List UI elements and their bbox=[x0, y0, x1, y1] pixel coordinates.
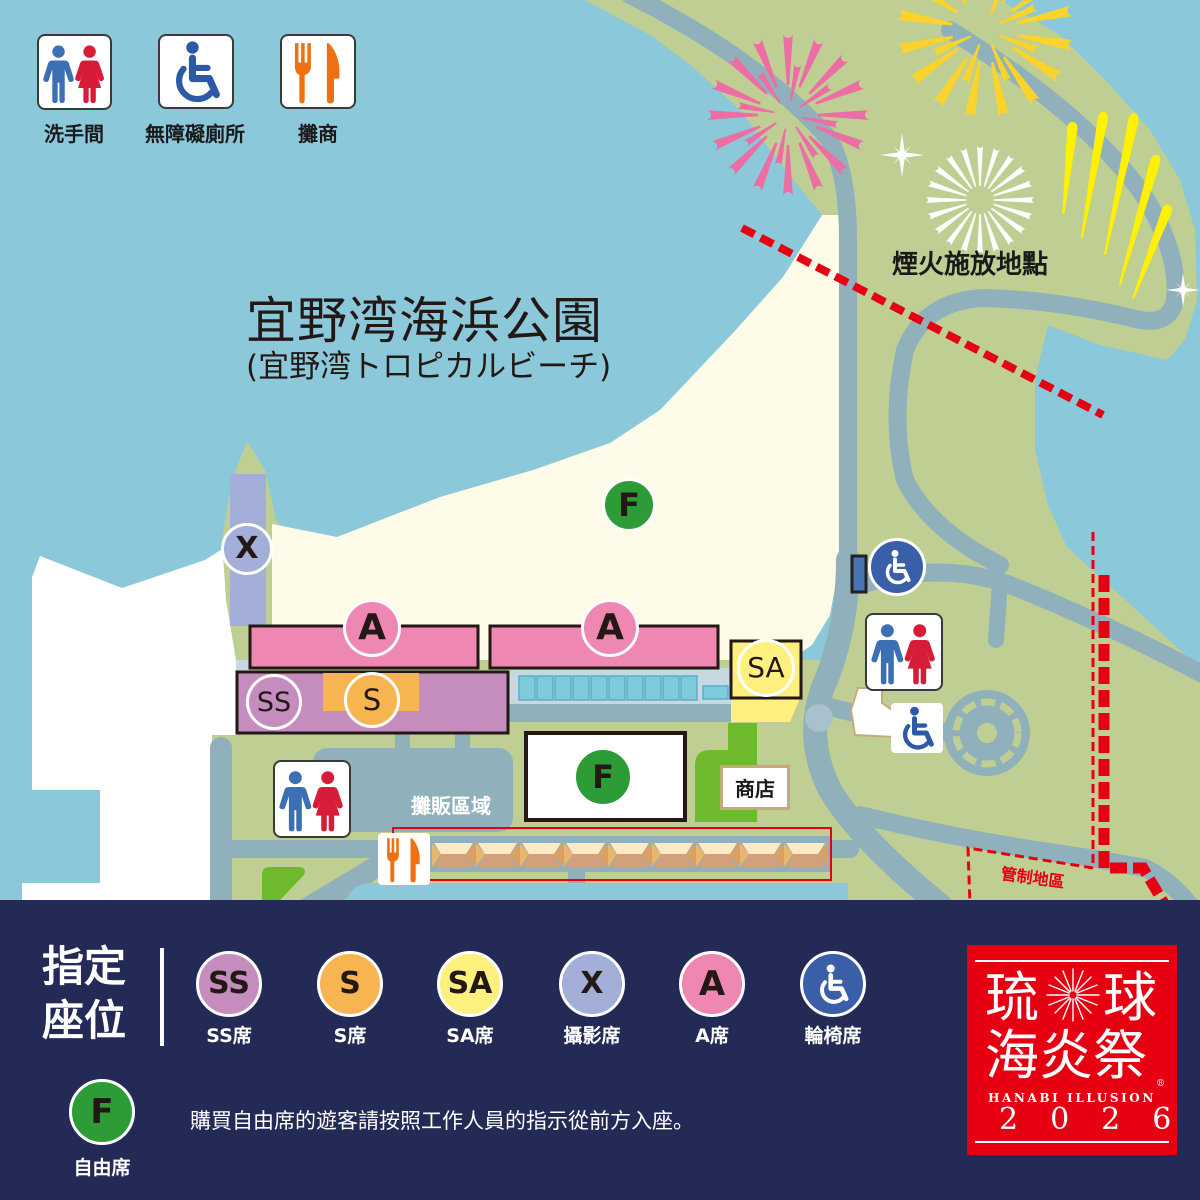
food-stall-marker bbox=[378, 833, 430, 885]
sa-apron bbox=[731, 698, 800, 722]
logo-year: 2026 bbox=[999, 1102, 1200, 1137]
logo-title-line2: 海炎祭 bbox=[985, 1024, 1147, 1087]
reserved-seats-title-line2: 座位 bbox=[42, 996, 127, 1045]
free-seat-marker-beach: F bbox=[602, 478, 656, 532]
event-logo: 琉 球 海炎祭 ® HANABI ILLUSION 2026 bbox=[967, 945, 1177, 1155]
legend-seat-free: F 自由席 bbox=[47, 1079, 157, 1180]
stand-apron bbox=[236, 660, 250, 673]
seat-label: SS席 bbox=[206, 1025, 252, 1047]
a-seat-marker-right: A bbox=[581, 599, 639, 657]
accessible-seat-marker bbox=[868, 538, 926, 596]
logo-registered-mark: ® bbox=[1156, 1079, 1165, 1089]
park-name: 宜野湾海浜公園 bbox=[246, 292, 603, 350]
seat-label: A席 bbox=[695, 1025, 729, 1047]
canal bbox=[347, 883, 848, 900]
restroom-marker-west bbox=[273, 760, 351, 838]
restroom-icon bbox=[39, 36, 110, 108]
seat-badge: S bbox=[317, 951, 383, 1017]
seat-label: SA席 bbox=[446, 1025, 494, 1047]
photography-seat-marker: X bbox=[221, 523, 273, 575]
restricted-boundary-thick bbox=[1098, 575, 1169, 900]
wheelchair-icon bbox=[877, 547, 917, 587]
seat-badge: SA bbox=[437, 951, 503, 1017]
venue-map: 洗手間 無障礙廁所 攤商 宜野湾海浜公園 (宜野湾トロピカルビーチ) 煙火施放地… bbox=[22, 0, 1200, 900]
sa-seat-marker: SA bbox=[737, 639, 795, 697]
logo-firework-icon bbox=[1046, 968, 1100, 1022]
stall-booths bbox=[432, 843, 827, 867]
path-stub bbox=[455, 733, 470, 751]
beach bbox=[272, 215, 840, 660]
fireworks-launch-label: 煙火施放地點 bbox=[892, 250, 1049, 280]
logo-rule-bottom bbox=[975, 1141, 1169, 1143]
legend-seat-photography: X 攝影席 bbox=[537, 951, 647, 1048]
plaza bbox=[313, 748, 513, 832]
seat-badge: A bbox=[679, 951, 745, 1017]
restroom-icon bbox=[867, 615, 941, 689]
fork-knife-icon bbox=[282, 36, 354, 107]
seat-badge: SS bbox=[196, 951, 262, 1017]
green-patch bbox=[262, 867, 305, 900]
roundabout bbox=[944, 690, 1030, 776]
shop-label: 商店 bbox=[735, 777, 775, 801]
logo-char-1: 琉 bbox=[985, 966, 1039, 1029]
park-subname: (宜野湾トロピカルビーチ) bbox=[246, 349, 612, 385]
legend-seat-ss: SS SS席 bbox=[174, 951, 284, 1048]
logo-rule-top bbox=[975, 960, 1169, 962]
ss-seat-marker: SS bbox=[246, 674, 302, 730]
wheelchair-icon bbox=[160, 36, 232, 107]
legend-seat-s: S S席 bbox=[295, 951, 405, 1048]
logo-subtitle: HANABI ILLUSION bbox=[988, 1091, 1156, 1105]
shop-marker: 商店 bbox=[720, 765, 790, 810]
seat-label: 攝影席 bbox=[563, 1025, 621, 1047]
restroom-icon bbox=[275, 762, 349, 836]
a-seat-marker-left: A bbox=[343, 599, 401, 657]
reserved-seats-title-line1: 指定 bbox=[42, 942, 127, 991]
restricted-boundary-thin bbox=[966, 532, 1095, 900]
wheelchair-icon bbox=[810, 961, 856, 1007]
launch-zone-boundary bbox=[740, 224, 1105, 419]
legend-restroom-label: 洗手間 bbox=[44, 122, 104, 146]
left-white-area bbox=[22, 548, 236, 900]
legend-seat-a: A A席 bbox=[657, 951, 767, 1048]
free-seat-marker-lawn: F bbox=[576, 750, 630, 804]
seat-label: 輪椅席 bbox=[804, 1025, 862, 1047]
seat-label: 自由席 bbox=[73, 1157, 131, 1179]
legend-food-stall-label: 攤商 bbox=[298, 122, 338, 146]
restroom-marker-east bbox=[865, 613, 943, 691]
legend-divider bbox=[160, 948, 164, 1046]
legend-food-stall-icon bbox=[280, 34, 356, 109]
legend-accessible-restroom-icon bbox=[158, 34, 234, 109]
s-seat-marker: S bbox=[344, 672, 400, 728]
wheelchair-icon bbox=[891, 703, 943, 753]
accessible-restroom-marker bbox=[891, 703, 943, 753]
stall-area-label: 攤販區域 bbox=[411, 794, 491, 818]
fork-knife-icon bbox=[378, 833, 430, 885]
fountain bbox=[805, 704, 833, 732]
legend-seat-sa: SA SA席 bbox=[415, 951, 525, 1048]
free-seat-note: 購買自由席的遊客請按照工作人員的指示從前方入座。 bbox=[190, 1109, 694, 1133]
seat-legend: 指定 座位 SS SS席 S S席 SA SA席 X 攝影席 A A席 輪椅席 bbox=[0, 900, 1200, 1200]
seat-label: S席 bbox=[333, 1025, 367, 1047]
walkway bbox=[508, 704, 733, 722]
accessible-seat-block bbox=[850, 554, 868, 594]
legend-accessible-restroom-label: 無障礙廁所 bbox=[145, 122, 245, 146]
seat-badge: X bbox=[559, 951, 625, 1017]
path-stub bbox=[395, 733, 410, 751]
general-seat-blocks bbox=[518, 675, 729, 701]
legend-seat-wheelchair: 輪椅席 bbox=[778, 951, 888, 1048]
legend-restroom-icon bbox=[37, 34, 112, 110]
logo-char-2: 球 bbox=[1103, 966, 1157, 1029]
seat-badge bbox=[800, 951, 866, 1017]
seat-badge: F bbox=[69, 1079, 135, 1145]
